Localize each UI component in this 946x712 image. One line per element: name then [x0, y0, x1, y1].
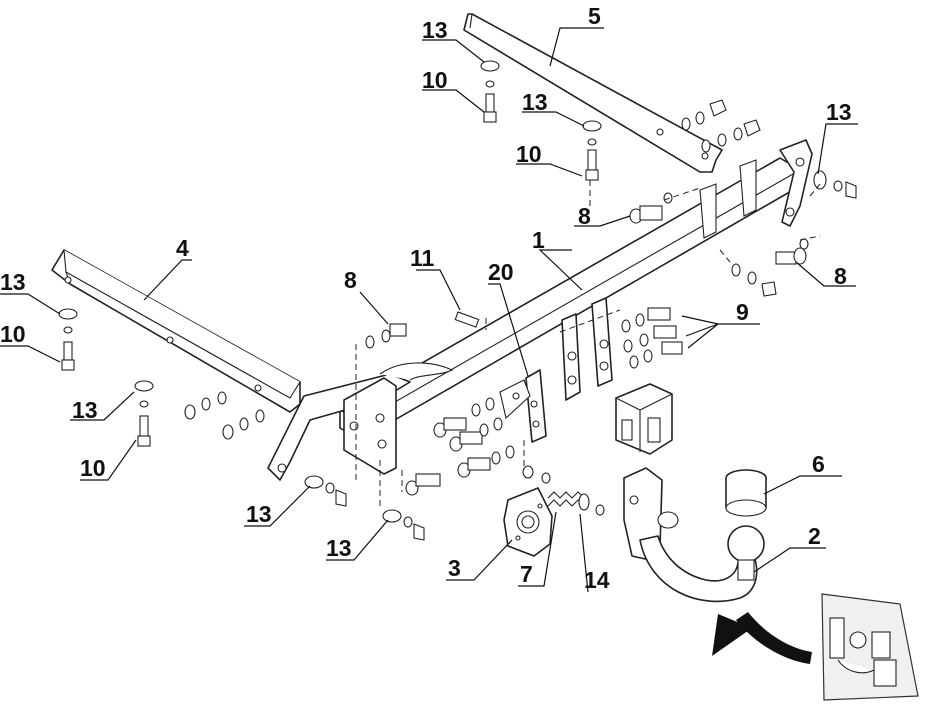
callout-10: 10 [422, 67, 448, 93]
bracket-bar-4 [51, 249, 301, 413]
callout-13: 13 [326, 535, 352, 561]
socket-plate-3 [503, 487, 553, 557]
callout-1: 1 [532, 227, 545, 253]
callout-labels: 5 13 10 13 10 13 8 1 4 11 20 8 13 8 9 10… [0, 3, 852, 593]
curved-arrow [712, 612, 812, 664]
callout-13: 13 [246, 501, 272, 527]
callout-11: 11 [410, 245, 435, 271]
callout-13: 13 [0, 269, 26, 295]
callout-7: 7 [520, 561, 533, 587]
callout-13: 13 [826, 99, 852, 125]
callout-14: 14 [584, 567, 610, 593]
callout-6: 6 [812, 451, 825, 477]
ball-cover-6 [725, 469, 767, 517]
callout-13: 13 [522, 89, 548, 115]
hardware-bag [821, 593, 919, 701]
callout-3: 3 [448, 555, 461, 581]
crossbeam-1 [267, 139, 813, 481]
leader-lines [0, 27, 858, 593]
callout-5: 5 [588, 3, 601, 29]
callout-13: 13 [72, 397, 98, 423]
callout-10: 10 [516, 141, 542, 167]
callout-4: 4 [176, 235, 189, 261]
fasteners [58, 60, 857, 541]
callout-9: 9 [736, 299, 749, 325]
callout-8: 8 [834, 263, 847, 289]
callout-10: 10 [80, 455, 106, 481]
electrical-socket [615, 383, 673, 455]
bracket-bar-5 [463, 13, 723, 173]
callout-10: 10 [0, 321, 26, 347]
spring-7 [547, 491, 605, 516]
callout-8: 8 [344, 267, 357, 293]
callout-13: 13 [422, 17, 448, 43]
callout-20: 20 [488, 259, 514, 285]
callout-2: 2 [808, 523, 821, 549]
callout-8: 8 [578, 203, 591, 229]
assembly-lines [355, 180, 821, 510]
tow-ball-neck-2 [623, 467, 765, 603]
